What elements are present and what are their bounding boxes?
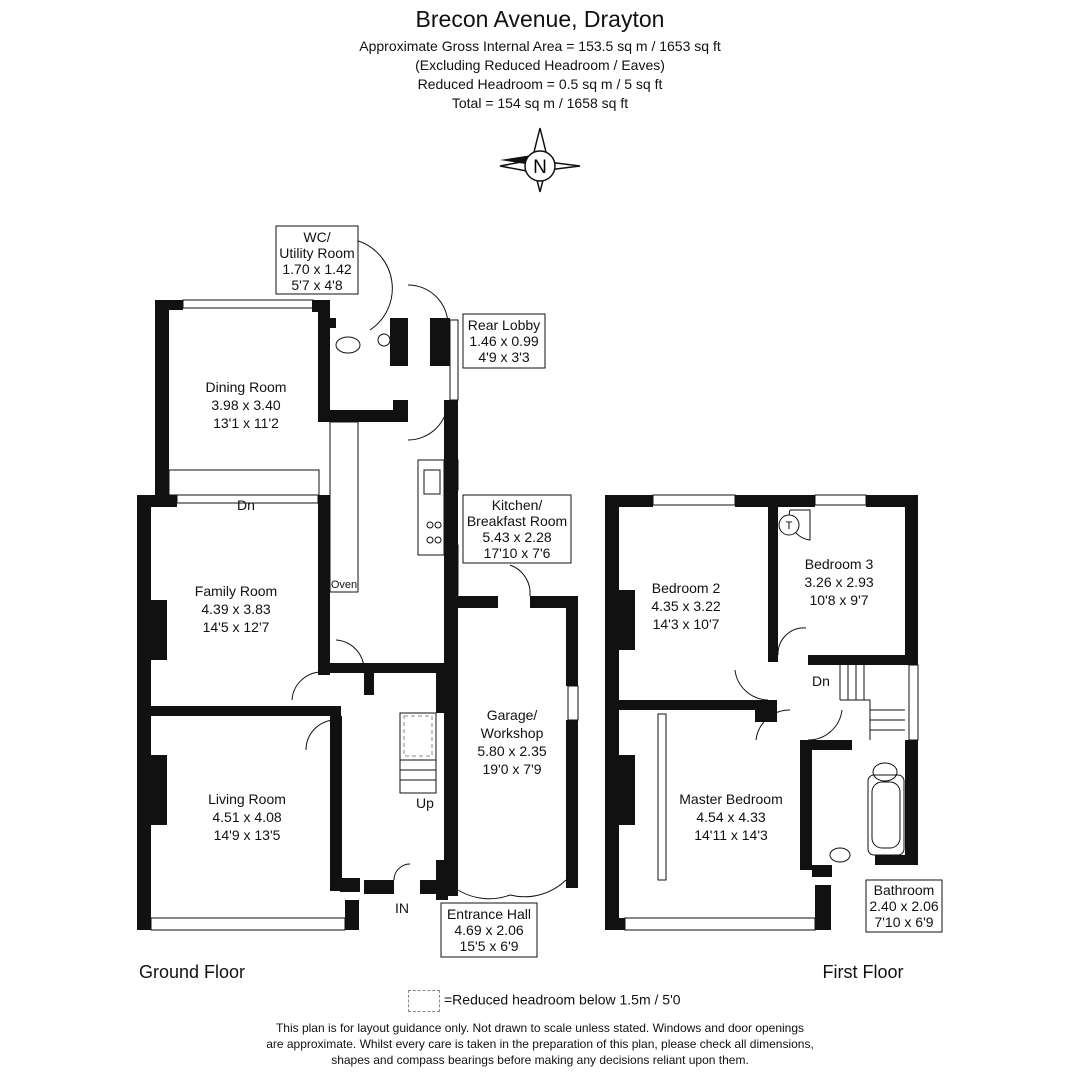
first-floor-walls <box>605 495 918 930</box>
legend-text: =Reduced headroom below 1.5m / 5'0 <box>444 991 681 1008</box>
bedroom2-name: Bedroom 2 <box>652 580 721 596</box>
dining-name: Dining Room <box>206 379 287 395</box>
up-label: Up <box>416 795 434 811</box>
dining-metric: 3.98 x 3.40 <box>211 397 280 413</box>
ground-dn-label: Dn <box>237 497 255 513</box>
first-floor-labels: T Bedroom 2 4.35 x 3.22 14'3 x 10'7 Bedr… <box>651 514 943 982</box>
headroom-legend: =Reduced headroom below 1.5m / 5'0 <box>408 990 681 1012</box>
bathroom-metric: 2.40 x 2.06 <box>869 898 938 914</box>
rear-lobby-metric: 1.46 x 0.99 <box>469 333 538 349</box>
master-imperial: 14'11 x 14'3 <box>694 827 768 843</box>
reduced-headroom-line: Reduced Headroom = 0.5 sq m / 5 sq ft <box>417 76 663 92</box>
tank-label: T <box>786 520 793 532</box>
rear-lobby-name: Rear Lobby <box>468 317 540 333</box>
family-imperial: 14'5 x 12'7 <box>203 619 270 635</box>
disclaimer-line-3: shapes and compass bearings before makin… <box>331 1053 749 1067</box>
disclaimer-line-1: This plan is for layout guidance only. N… <box>275 1021 805 1035</box>
garage-name2: Workshop <box>481 725 544 741</box>
wc-imperial: 5'7 x 4'8 <box>291 277 342 293</box>
bathroom-imperial: 7'10 x 6'9 <box>874 914 933 930</box>
bedroom3-metric: 3.26 x 2.93 <box>804 574 873 590</box>
compass-letter: N <box>533 157 547 178</box>
compass-icon: N <box>499 127 581 193</box>
living-name: Living Room <box>208 791 286 807</box>
tank-icon <box>778 514 800 536</box>
master-metric: 4.54 x 4.33 <box>696 809 765 825</box>
master-name: Master Bedroom <box>679 791 782 807</box>
bedroom3-name: Bedroom 3 <box>805 556 874 572</box>
garage-imperial: 19'0 x 7'9 <box>482 761 541 777</box>
gross-area-line: Approximate Gross Internal Area = 153.5 … <box>359 38 721 54</box>
family-name: Family Room <box>195 583 277 599</box>
kitchen-name2: Breakfast Room <box>467 513 567 529</box>
rear-lobby-imperial: 4'9 x 3'3 <box>478 349 529 365</box>
in-label: IN <box>395 900 409 916</box>
bedroom2-metric: 4.35 x 3.22 <box>651 598 720 614</box>
excluding-line: (Excluding Reduced Headroom / Eaves) <box>415 57 665 73</box>
ground-floor-labels: WC/ Utility Room 1.70 x 1.42 5'7 x 4'8 R… <box>139 225 572 982</box>
oven-label: Oven <box>331 579 357 591</box>
wc-metric: 1.70 x 1.42 <box>282 261 351 277</box>
family-metric: 4.39 x 3.83 <box>201 601 270 617</box>
wc-name: WC/ <box>303 229 330 245</box>
hall-imperial: 15'5 x 6'9 <box>459 938 518 954</box>
dining-imperial: 13'1 x 11'2 <box>213 415 279 431</box>
bedroom2-imperial: 14'3 x 10'7 <box>653 616 720 632</box>
kitchen-imperial: 17'10 x 7'6 <box>484 545 551 561</box>
first-floor-thin-lines <box>624 494 919 931</box>
plan-title: Brecon Avenue, Drayton <box>415 6 665 32</box>
kitchen-metric: 5.43 x 2.28 <box>482 529 551 545</box>
first-floor-label: First Floor <box>823 962 904 982</box>
dashed-box-icon <box>408 990 440 1012</box>
hall-metric: 4.69 x 2.06 <box>454 922 523 938</box>
total-area-line: Total = 154 sq m / 1658 sq ft <box>451 95 629 111</box>
bathroom-name: Bathroom <box>874 882 935 898</box>
ground-floor-label: Ground Floor <box>139 962 245 982</box>
first-dn-label: Dn <box>812 673 830 689</box>
living-metric: 4.51 x 4.08 <box>212 809 281 825</box>
ground-floor-thin-lines <box>150 239 579 931</box>
kitchen-name: Kitchen/ <box>492 497 543 513</box>
disclaimer-line-2: are approximate. Whilst every care is ta… <box>266 1037 814 1051</box>
garage-name: Garage/ <box>487 707 538 723</box>
hall-name: Entrance Hall <box>447 906 531 922</box>
wc-name2: Utility Room <box>279 245 354 261</box>
living-imperial: 14'9 x 13'5 <box>214 827 281 843</box>
reduced-headroom-area <box>403 715 433 757</box>
bedroom3-imperial: 10'8 x 9'7 <box>809 592 868 608</box>
garage-metric: 5.80 x 2.35 <box>477 743 546 759</box>
